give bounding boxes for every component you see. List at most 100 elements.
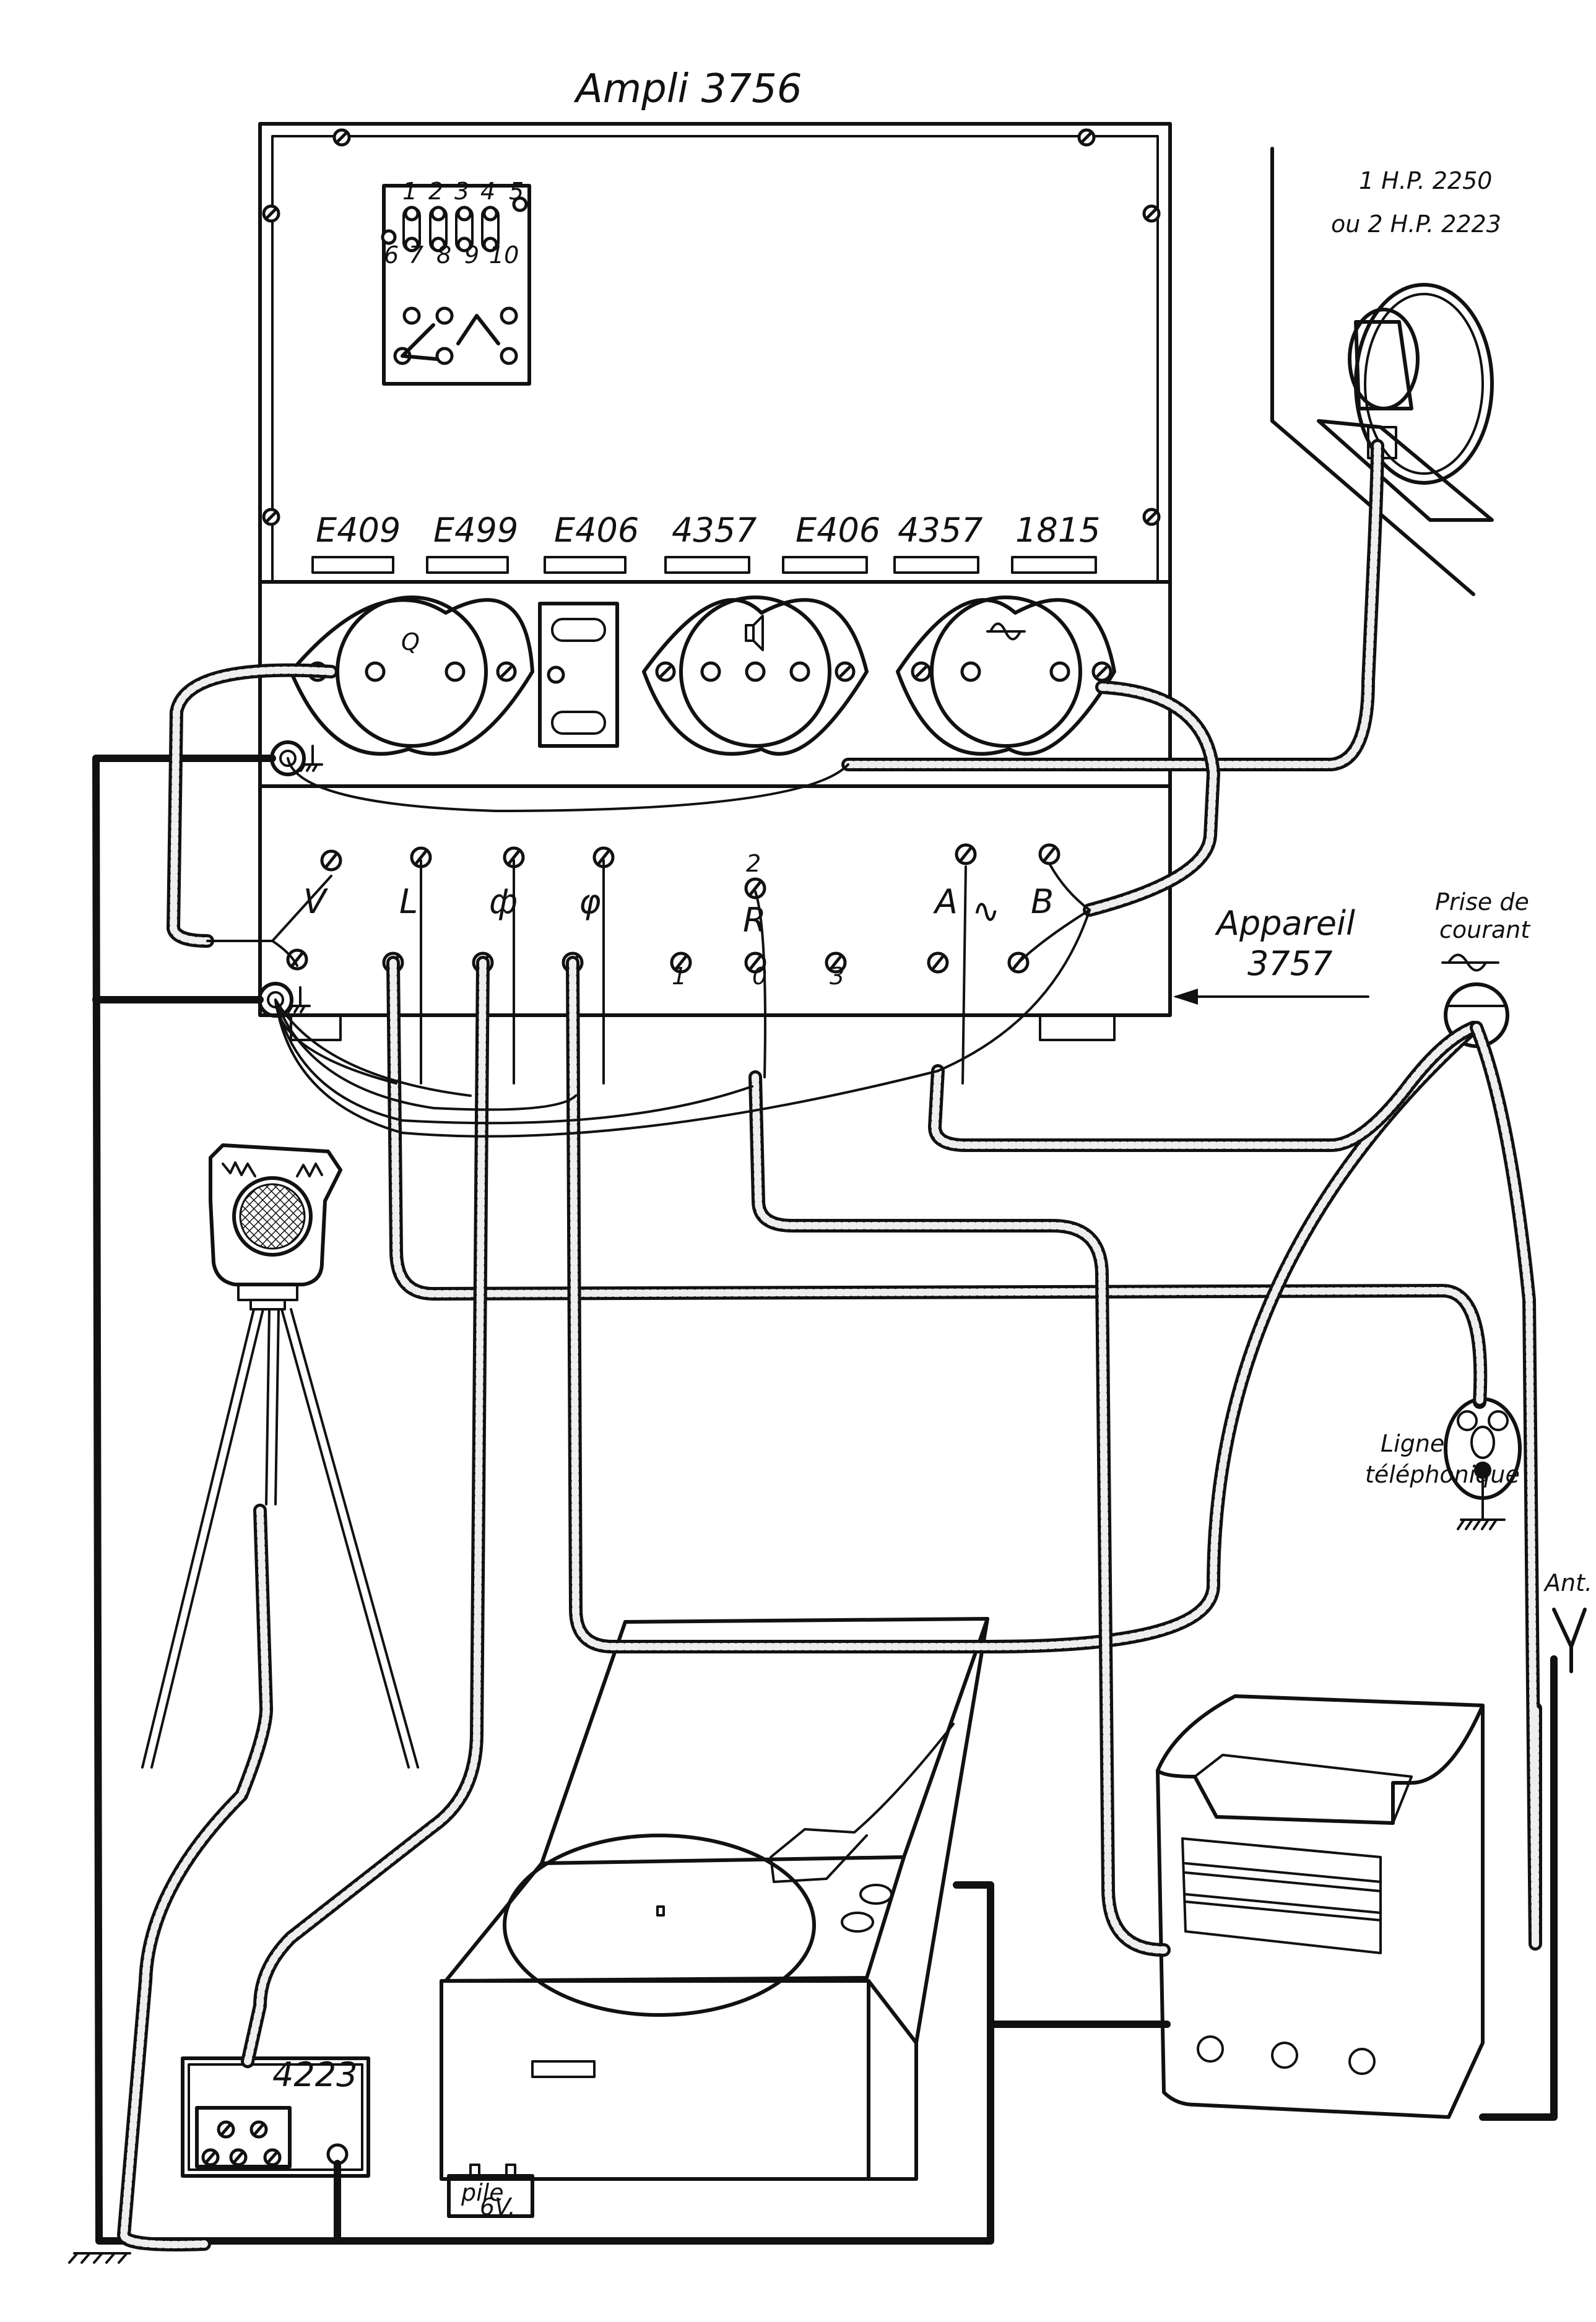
terminal-screw-slot bbox=[749, 881, 761, 896]
shielded-cable-weave bbox=[120, 1507, 270, 2248]
strap-screw bbox=[435, 306, 454, 325]
strap-screw bbox=[430, 206, 446, 222]
strap-screw bbox=[435, 347, 454, 365]
strap-number-3: 3 bbox=[454, 178, 469, 205]
radio-knob-3 bbox=[1348, 2048, 1376, 2075]
diagram-title: Ampli 3756 bbox=[573, 66, 802, 112]
strap-screw bbox=[381, 229, 397, 245]
terminal-label-l: L bbox=[399, 882, 418, 921]
terminal-screw-slot bbox=[325, 853, 337, 868]
strap-number-5: 5 bbox=[509, 178, 524, 205]
terminal-screw-slot bbox=[675, 955, 687, 970]
terminal-label-b: B bbox=[1031, 882, 1054, 921]
strap-number-4: 4 bbox=[480, 178, 495, 205]
strap-screw bbox=[430, 236, 446, 253]
terminal-screw-slot bbox=[830, 955, 842, 970]
loudspeaker-label-2: ou 2 H.P. 2223 bbox=[1331, 210, 1501, 238]
phone-line-label-2: téléphonique bbox=[1365, 1461, 1520, 1488]
shielded-cable-weave bbox=[844, 442, 1381, 768]
terminal-label-r-top: 2 bbox=[746, 850, 761, 877]
terminal-screw-slot bbox=[597, 850, 610, 865]
speaker-symbol-icon bbox=[745, 615, 764, 651]
strap-screw bbox=[512, 196, 528, 212]
terminal-label-3: 3 bbox=[830, 963, 844, 990]
loudspeaker-label-1: 1 H.P. 2250 bbox=[1359, 167, 1492, 194]
terminal-label-a: A bbox=[933, 882, 958, 921]
tube-label-4: 4357 bbox=[672, 511, 757, 550]
strap-screw bbox=[404, 236, 420, 253]
strap-link bbox=[401, 314, 500, 361]
fuse-holder bbox=[538, 602, 619, 748]
shielded-cable-weave bbox=[752, 1073, 1168, 1954]
ac-symbol-icon bbox=[986, 622, 1026, 641]
tube-label-6: 4357 bbox=[898, 511, 982, 550]
terminal-label-pickup: φ bbox=[579, 882, 601, 921]
terminal-screw-slot bbox=[415, 850, 427, 865]
antenna-label: Ant. bbox=[1543, 1569, 1592, 1596]
shielded-cable-weave bbox=[1473, 1024, 1539, 1947]
tube-label-3: E406 bbox=[554, 511, 639, 550]
strap-screw bbox=[500, 306, 518, 325]
tube-label-1: E409 bbox=[316, 511, 401, 550]
tube-label-2: E499 bbox=[433, 511, 518, 550]
antenna-icon bbox=[1552, 1608, 1587, 1673]
radio-knob-1 bbox=[1197, 2035, 1224, 2063]
shielded-cable bbox=[841, 439, 1384, 771]
terminal-screw-slot bbox=[960, 847, 972, 862]
shielded-cable-weave bbox=[931, 1024, 1477, 1149]
terminal-label-1: 1 bbox=[672, 963, 687, 990]
strap-screw bbox=[404, 206, 420, 222]
strap-number-9: 9 bbox=[464, 241, 479, 269]
shielded-cable bbox=[386, 956, 1488, 1409]
terminal-screw-slot bbox=[1043, 847, 1056, 862]
shielded-cable-weave bbox=[244, 959, 487, 2065]
strap-screw bbox=[456, 206, 472, 222]
terminal-screw-slot bbox=[508, 850, 520, 865]
shielded-cable-weave bbox=[569, 959, 1477, 1650]
terminal-screw-slot bbox=[932, 955, 944, 970]
turntable-platter bbox=[503, 1834, 816, 2017]
strap-number-6: 6 bbox=[384, 241, 399, 269]
terminal-screw-slot bbox=[291, 952, 303, 967]
ground-bus bbox=[68, 755, 1558, 2264]
ground-terminal-upper bbox=[270, 740, 323, 776]
outlet-label-1: Prise de bbox=[1435, 888, 1529, 916]
strap-number-1: 1 bbox=[402, 178, 417, 205]
radio-knob-2 bbox=[1271, 2042, 1298, 2069]
strap-screw bbox=[482, 236, 498, 253]
strap-number-7: 7 bbox=[409, 241, 423, 269]
radio-receiver bbox=[1156, 1694, 1485, 2119]
speaker-socket bbox=[642, 596, 869, 756]
strap-number-10: 10 bbox=[489, 241, 519, 269]
thin-wires bbox=[206, 757, 1091, 1138]
strap-screw bbox=[500, 347, 518, 365]
outlet-label-2: courant bbox=[1439, 916, 1531, 943]
mic-box bbox=[181, 2056, 370, 2178]
phone-line-label-1: Ligne bbox=[1381, 1430, 1444, 1457]
record-player bbox=[440, 1617, 989, 2181]
battery bbox=[447, 2164, 534, 2218]
amplifier-chassis bbox=[258, 122, 1172, 1041]
apparatus-number: 3757 bbox=[1247, 944, 1332, 983]
strap-screw bbox=[456, 236, 472, 253]
shielded-cable bbox=[928, 1021, 1480, 1152]
microphone-on-tripod bbox=[141, 1143, 419, 1769]
shielded-cable bbox=[241, 956, 490, 2068]
input-socket-symbol: Q bbox=[401, 628, 420, 656]
mains-socket bbox=[896, 596, 1116, 756]
apparatus-arrow bbox=[1173, 989, 1369, 1005]
battery-label-2: 6V. bbox=[480, 2193, 516, 2220]
terminal-screw-slot bbox=[749, 955, 761, 970]
strap-screw bbox=[402, 306, 421, 325]
battery-label-1: pile bbox=[461, 2179, 504, 2206]
strap-screw bbox=[482, 206, 498, 222]
tube-row: E409 E499 E406 4357 E406 4357 1815 bbox=[311, 511, 1100, 574]
terminal-label-ac: ∿ bbox=[972, 891, 1000, 930]
tube-label-7: 1815 bbox=[1015, 511, 1100, 550]
shielded-cable bbox=[566, 956, 1480, 1653]
shielded-cable-weave bbox=[389, 959, 1485, 1406]
tube-label-5: E406 bbox=[796, 511, 880, 550]
strap-terminal-block bbox=[381, 184, 531, 386]
apparatus-label: Appareil bbox=[1215, 904, 1355, 943]
